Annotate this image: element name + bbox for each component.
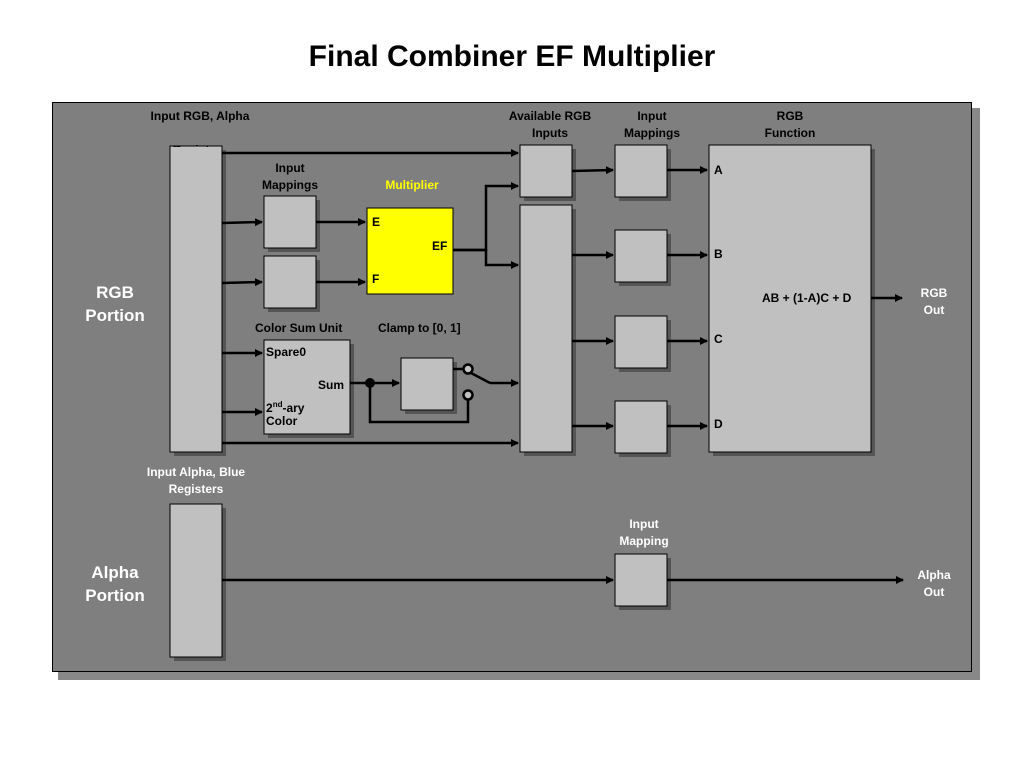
- spare0-label: Spare0: [266, 345, 307, 359]
- arrow-ef-to-available-top: [453, 182, 519, 252]
- multiplier-label: Multiplier: [385, 178, 439, 192]
- input-mapping-e-box: [263, 195, 317, 249]
- input-rgb-alpha-registers-box: [169, 145, 223, 453]
- multiplier-f-label: F: [372, 272, 380, 286]
- input-mapping-a-box: [614, 144, 668, 198]
- port-c-label: C: [714, 332, 723, 346]
- input-mappings-right-label: Input Mappings: [624, 109, 680, 140]
- rgb-function-label: RGB Function: [764, 109, 816, 140]
- port-b-label: B: [714, 247, 723, 261]
- sum-junction-dot: [365, 378, 375, 388]
- port-a-label: A: [714, 163, 723, 177]
- switch-arm: [470, 371, 491, 385]
- available-rgb-inputs-label: Available RGB Inputs: [508, 109, 592, 140]
- alpha-out-label: Alpha Out: [917, 568, 951, 599]
- arrow-available-top-to-mapping-a: [571, 166, 614, 175]
- secondary-label: 2nd-ary: [266, 396, 304, 417]
- rgb-portion-label: RGB Portion: [85, 283, 145, 325]
- rgb-function-box: [708, 144, 872, 453]
- switch-contact-bottom: [462, 389, 474, 401]
- arrow-registers-to-mapping-f: [221, 278, 263, 287]
- alpha-portion-label: Alpha Portion: [85, 563, 145, 605]
- rgb-out-label: RGB Out: [920, 286, 948, 317]
- alpha-input-mapping-box: [614, 553, 668, 607]
- clamp-box: [400, 357, 454, 411]
- sum-label: Sum: [318, 378, 345, 392]
- color-sum-unit-label: Color Sum Unit: [255, 321, 343, 335]
- multiplier-box: [366, 207, 454, 295]
- secondary-sup: nd: [272, 400, 283, 409]
- secondary-suffix: -ary: [282, 401, 305, 415]
- available-rgb-input-box-top: [519, 144, 573, 198]
- page-title: Final Combiner EF Multiplier: [308, 40, 716, 73]
- arrow-ef-to-available-inputs: [453, 248, 519, 269]
- secondary-prefix: 2: [266, 401, 273, 415]
- input-mapping-b-box: [614, 229, 668, 283]
- input-alpha-blue-registers-box: [169, 503, 223, 658]
- multiplier-e-label: E: [372, 215, 381, 229]
- registers-label: Registers: [150, 142, 250, 147]
- rgb-formula-label: AB + (1-A)C + D: [762, 291, 852, 305]
- input-rgb-alpha-label: Input RGB, Alpha: [150, 109, 250, 123]
- multiplier-ef-label: EF: [432, 239, 448, 253]
- input-mapping-d-box: [614, 400, 668, 454]
- input-mapping-c-box: [614, 315, 668, 369]
- arrow-registers-to-mapping-e: [221, 218, 263, 227]
- color-sum-unit-box: [263, 339, 351, 435]
- input-alpha-blue-label: Input Alpha, Blue Registers: [146, 465, 246, 496]
- input-mappings-left-label: Input Mappings: [262, 161, 318, 192]
- available-rgb-inputs-box: [519, 204, 573, 453]
- clamp-label: Clamp to [0, 1]: [378, 321, 461, 335]
- port-d-label: D: [714, 417, 723, 431]
- color-label: Color: [266, 414, 298, 428]
- line-sum-bypass: [368, 383, 470, 424]
- switch-contact-top: [462, 363, 474, 375]
- input-mapping-f-box: [263, 255, 317, 309]
- input-mapping-label: Input Mapping: [619, 517, 669, 548]
